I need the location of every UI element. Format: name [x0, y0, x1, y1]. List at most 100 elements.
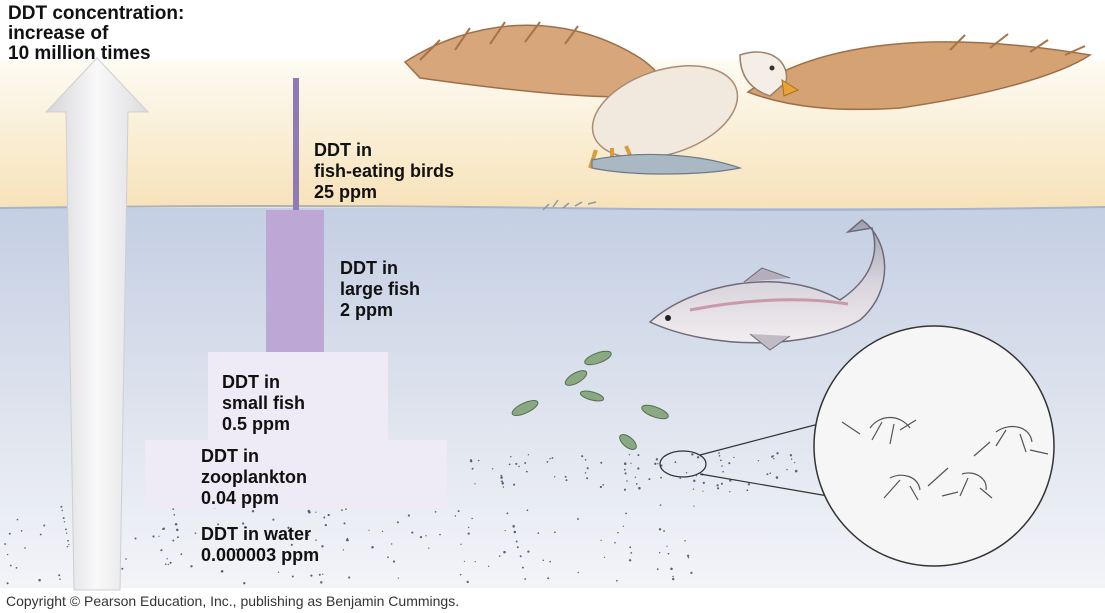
particle-dot — [319, 574, 321, 576]
particle-dot — [195, 532, 197, 534]
particle-dot — [347, 539, 349, 541]
particle-dot — [428, 548, 429, 549]
particle-dot — [439, 534, 441, 536]
particle-dot — [696, 475, 697, 476]
particle-dot — [67, 540, 69, 542]
level-label-zooplankton: DDT in zooplankton 0.04 ppm — [201, 446, 307, 509]
particle-dot — [125, 558, 127, 560]
particle-dot — [474, 483, 475, 484]
particle-dot — [614, 542, 616, 544]
particle-dot — [672, 576, 674, 578]
particle-dot — [654, 463, 656, 465]
particle-dot — [63, 517, 65, 519]
particle-dot — [748, 483, 750, 485]
particle-dot — [746, 489, 748, 491]
particle-dot — [315, 512, 316, 513]
particle-dot — [518, 466, 520, 468]
particle-dot — [691, 453, 693, 455]
particle-dot — [391, 543, 392, 544]
particle-dot — [176, 529, 179, 532]
particle-dot — [524, 462, 526, 464]
particle-dot — [162, 528, 164, 530]
particle-dot — [343, 522, 345, 524]
particle-dot — [524, 578, 526, 580]
particle-dot — [152, 535, 154, 537]
particle-dot — [659, 552, 660, 553]
particle-dot — [325, 524, 327, 526]
particle-dot — [773, 458, 774, 459]
particle-dot — [636, 483, 638, 485]
particle-dot — [488, 566, 489, 567]
particle-dot — [458, 510, 460, 512]
concentration-headline: DDT concentration: increase of 10 millio… — [8, 4, 184, 64]
particle-dot — [252, 510, 254, 512]
particle-dot — [368, 530, 369, 531]
particle-dot — [728, 462, 730, 464]
particle-dot — [693, 505, 694, 506]
particle-dot — [776, 452, 778, 454]
particle-dot — [758, 460, 759, 461]
particle-dot — [688, 557, 689, 558]
particle-dot — [565, 476, 567, 478]
particle-dot — [175, 523, 178, 526]
particle-dot — [718, 452, 720, 454]
particle-dot — [630, 463, 631, 464]
particle-dot — [165, 563, 167, 565]
particle-dot — [272, 519, 274, 521]
particle-dot — [310, 574, 312, 576]
particle-dot — [648, 478, 650, 480]
particle-dot — [468, 527, 469, 528]
particle-dot — [341, 509, 343, 511]
particle-dot — [460, 574, 462, 576]
particle-dot — [464, 561, 465, 562]
particle-dot — [478, 460, 480, 462]
particle-dot — [720, 460, 722, 462]
particle-dot — [21, 530, 23, 532]
particle-dot — [602, 484, 604, 486]
particle-dot — [322, 574, 323, 575]
particle-dot — [674, 461, 676, 463]
particle-dot — [527, 509, 529, 511]
particle-dot — [475, 561, 476, 562]
particle-dot — [693, 488, 694, 489]
particle-dot — [471, 518, 472, 519]
particle-dot — [526, 471, 528, 473]
particle-dot — [794, 462, 795, 463]
bar-birds — [293, 78, 299, 210]
particle-dot — [660, 477, 662, 479]
particle-dot — [7, 582, 9, 584]
particle-dot — [585, 472, 587, 474]
particle-dot — [500, 476, 503, 479]
particle-dot — [168, 564, 169, 565]
particle-dot — [638, 487, 641, 490]
particle-dot — [321, 545, 323, 547]
particle-dot — [686, 472, 687, 473]
particle-dot — [617, 532, 619, 534]
particle-dot — [323, 517, 325, 519]
level-label-birds: DDT in fish-eating birds 25 ppm — [314, 140, 454, 203]
particle-dot — [629, 559, 631, 561]
particle-dot — [717, 487, 719, 489]
particle-dot — [657, 463, 658, 464]
particle-dot — [345, 508, 347, 510]
particle-dot — [522, 567, 524, 569]
particle-dot — [663, 530, 665, 532]
particle-dot — [578, 572, 579, 573]
particle-dot — [721, 465, 723, 467]
particle-dot — [221, 570, 224, 573]
particle-dot — [733, 457, 734, 458]
particle-dot — [501, 482, 504, 485]
particle-dot — [625, 472, 627, 474]
particle-dot — [468, 532, 470, 534]
particle-dot — [684, 540, 686, 542]
particle-dot — [703, 482, 705, 484]
particle-dot — [59, 578, 61, 580]
particle-dot — [455, 515, 457, 517]
particle-dot — [600, 540, 601, 541]
particle-dot — [502, 481, 504, 483]
particle-dot — [7, 554, 8, 555]
particle-dot — [516, 541, 518, 543]
particle-dot — [693, 480, 695, 482]
particle-dot — [61, 510, 62, 511]
